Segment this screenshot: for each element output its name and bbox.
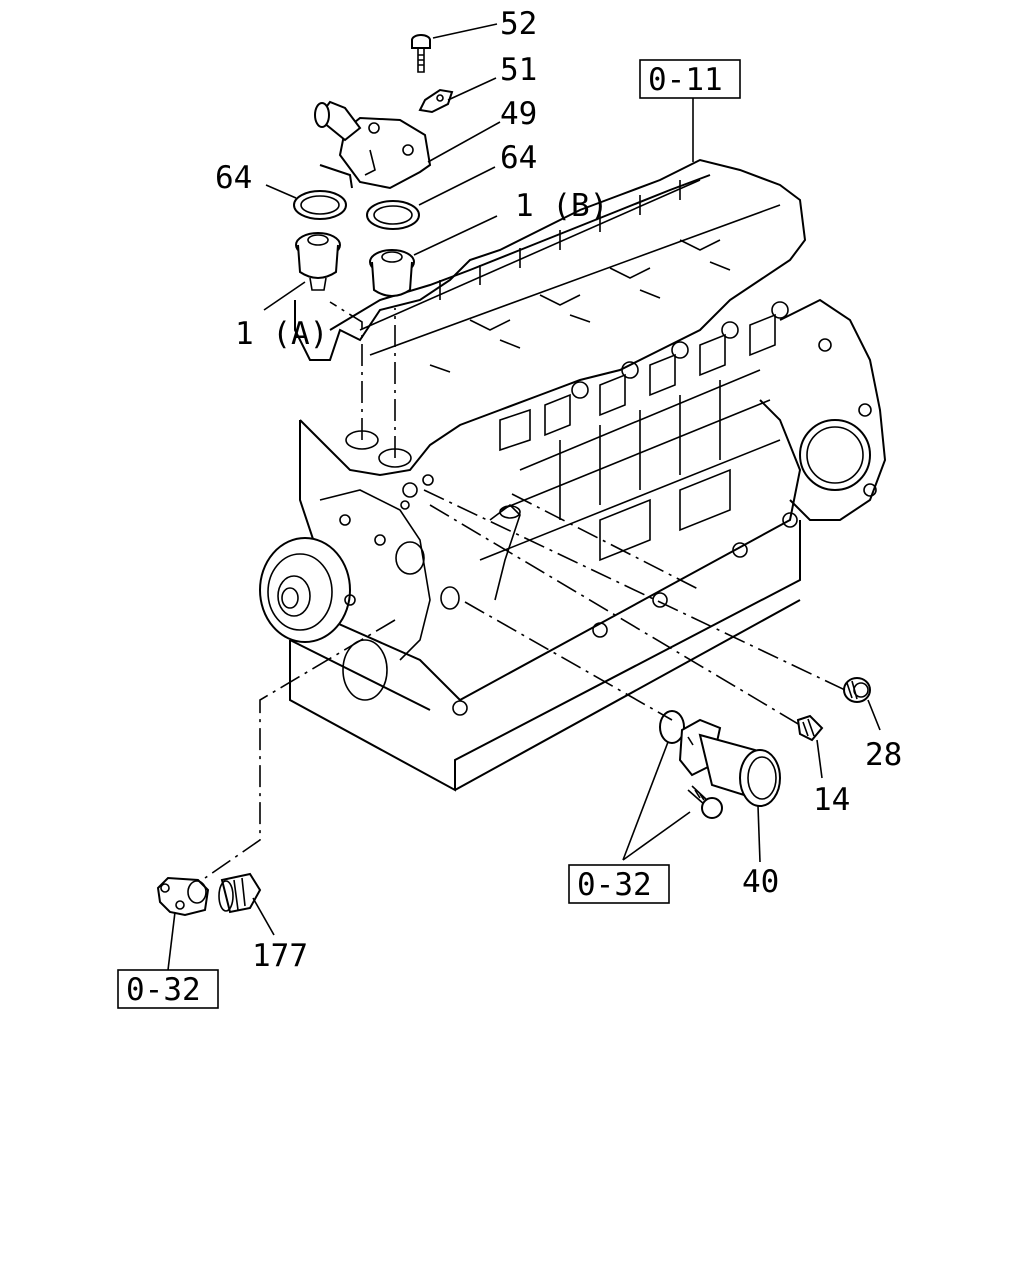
leader-lines <box>167 23 881 971</box>
bolt-52-shape <box>411 34 431 73</box>
reference-box-0-32-center: 0-32 <box>568 864 670 904</box>
label-177: 177 <box>252 938 308 974</box>
reference-box-0-11: 0-11 <box>639 59 741 99</box>
label-14: 14 <box>813 782 850 818</box>
part-labels: 52 51 49 64 64 1 (B) 1 (A) 28 14 40 177 <box>215 6 902 974</box>
gasket-64-right-shape <box>366 200 420 230</box>
label-40: 40 <box>742 864 779 900</box>
svg-text:0-32: 0-32 <box>577 867 652 903</box>
gasket-64-left-shape <box>293 190 347 220</box>
bracket-51-shape <box>418 88 454 114</box>
label-49: 49 <box>500 96 537 132</box>
engine-block-drawing <box>259 158 887 792</box>
thermostat-1b-shape <box>369 249 415 297</box>
label-1a: 1 (A) <box>235 316 328 352</box>
svg-text:0-11: 0-11 <box>648 62 723 98</box>
exploded-parts <box>156 34 871 917</box>
label-51: 51 <box>500 52 537 88</box>
thermostat-1a-shape <box>295 232 341 291</box>
plug-28-shape <box>843 677 871 703</box>
water-pipe-40-shape <box>659 710 781 807</box>
thermostat-housing-49-shape <box>314 100 432 190</box>
bolt-40-shape <box>687 785 723 819</box>
plug-14-shape <box>796 714 824 742</box>
label-52: 52 <box>500 6 537 42</box>
assembly-lines <box>204 301 846 879</box>
label-64-left: 64 <box>215 160 252 196</box>
svg-text:0-32: 0-32 <box>126 972 201 1008</box>
label-28: 28 <box>865 737 902 773</box>
reference-boxes: 0-11 0-32 0-32 <box>117 59 741 1009</box>
reference-box-0-32-left: 0-32 <box>117 969 219 1009</box>
sensor-housing-shape <box>156 876 210 917</box>
label-1b: 1 (B) <box>515 188 608 224</box>
sensor-177-shape <box>218 872 262 914</box>
label-64-right: 64 <box>500 140 537 176</box>
